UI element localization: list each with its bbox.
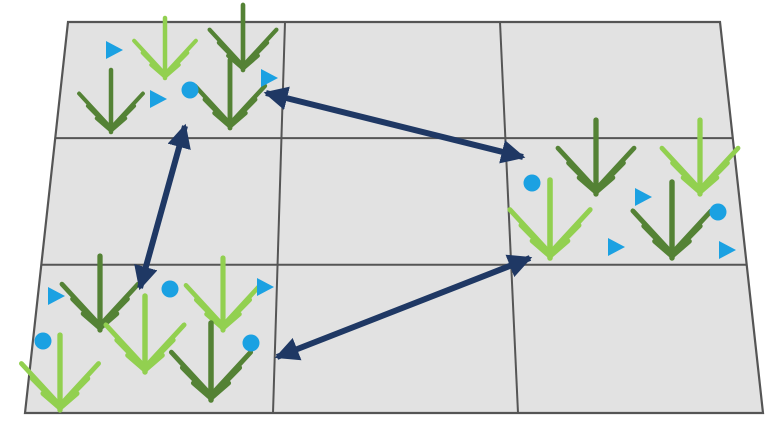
connection-arrow-top-left-middle-right xyxy=(263,86,526,164)
habitat-patch-middle-right xyxy=(507,117,741,261)
habitat-patch-bottom-left xyxy=(19,253,274,413)
connection-arrow-bottom-left-middle-right xyxy=(274,254,533,361)
plant-icon xyxy=(77,67,145,135)
plant-icon xyxy=(19,332,101,413)
plant-icon xyxy=(132,15,198,81)
plant-icon xyxy=(168,320,254,403)
triangle-marker xyxy=(635,188,652,206)
habitat-patch-top-left xyxy=(77,2,279,135)
circle-marker xyxy=(523,174,541,192)
plant-icon xyxy=(192,57,268,131)
plant-icon xyxy=(507,177,593,261)
plant-icon xyxy=(59,253,141,333)
plant-icon xyxy=(183,255,263,333)
triangle-marker xyxy=(106,41,123,59)
circle-marker xyxy=(161,280,179,298)
circle-marker xyxy=(242,334,260,352)
triangle-marker xyxy=(150,90,167,108)
plants-layer xyxy=(19,2,741,413)
circle-marker xyxy=(709,203,727,221)
circle-marker xyxy=(34,332,52,350)
plant-icon xyxy=(207,2,279,73)
connection-arrow-top-left-bottom-left xyxy=(134,123,191,291)
plant-icon xyxy=(659,117,741,197)
triangle-marker xyxy=(608,238,625,256)
triangle-marker xyxy=(719,241,736,259)
circle-marker xyxy=(181,81,199,99)
plant-icon xyxy=(103,293,187,375)
triangle-marker xyxy=(48,287,65,305)
plant-icon xyxy=(555,117,637,197)
triangle-marker xyxy=(261,69,278,87)
plant-icon xyxy=(630,179,714,261)
connections-layer xyxy=(134,86,533,361)
triangle-marker xyxy=(257,278,274,296)
